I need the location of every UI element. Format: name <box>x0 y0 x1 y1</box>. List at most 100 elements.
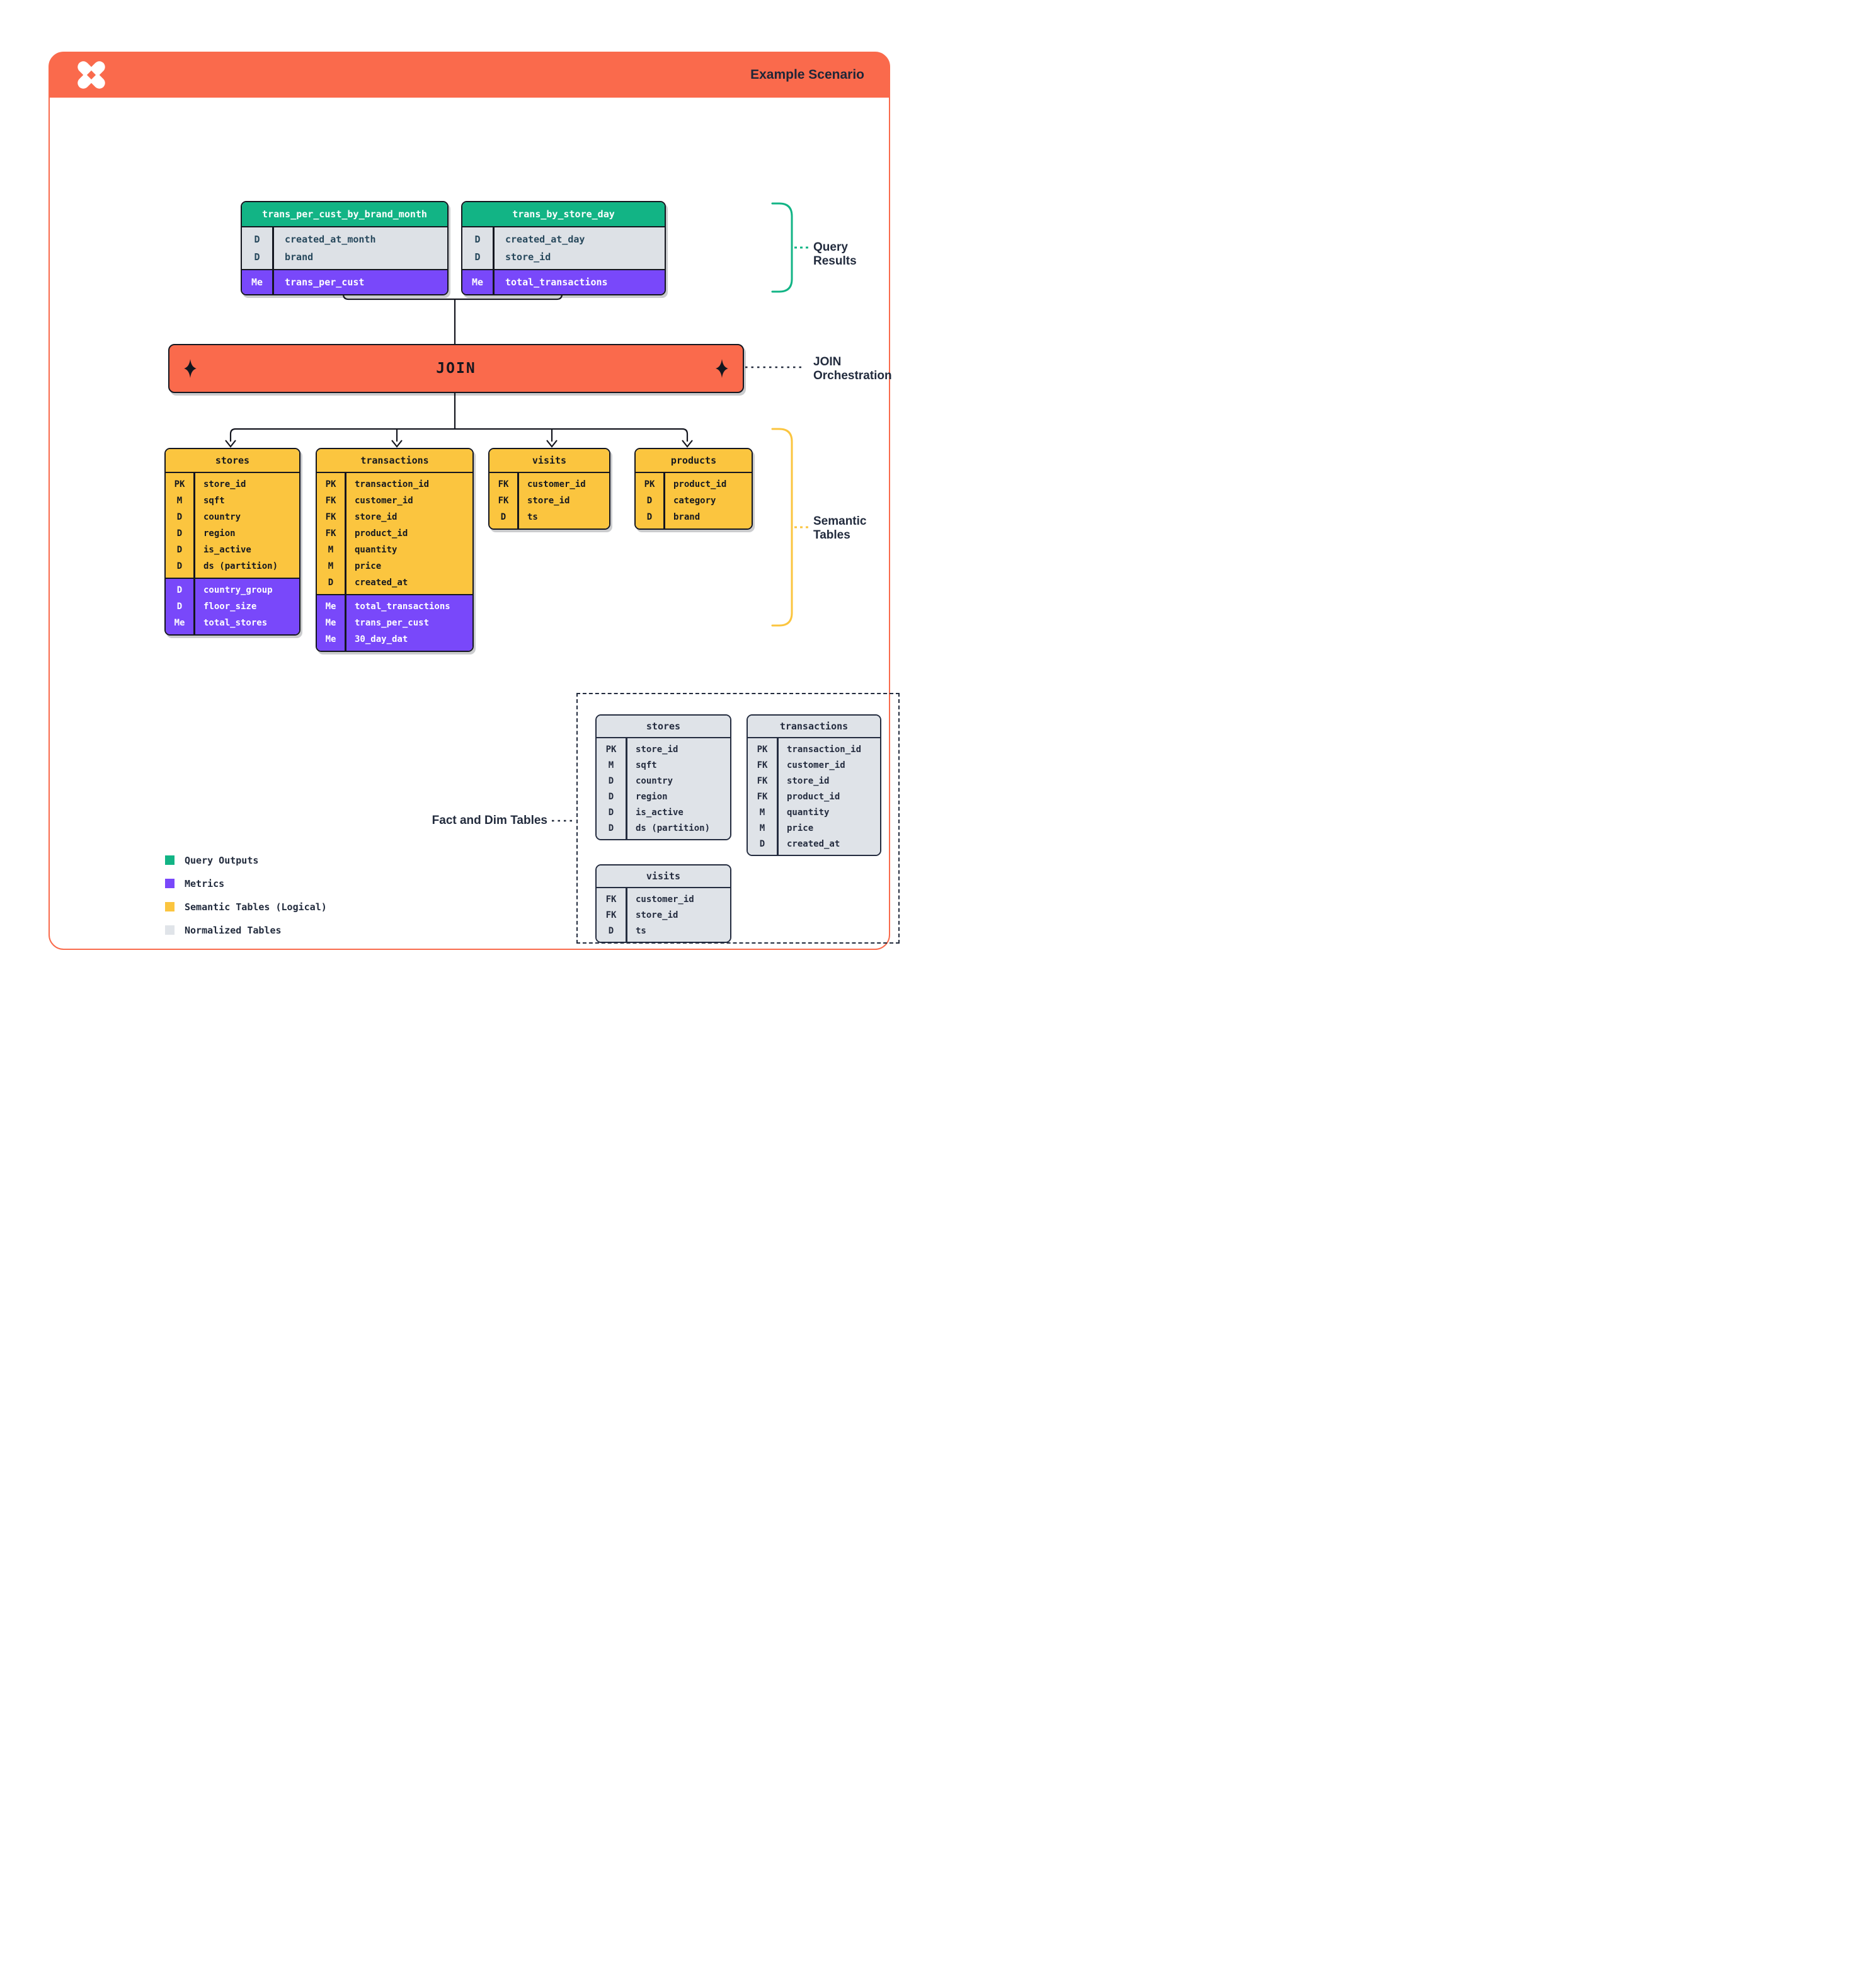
legend-item: Normalized Tables <box>165 918 327 942</box>
column-name: 30_day_dat <box>355 634 408 644</box>
column-name: country <box>636 775 673 786</box>
table-title: trans_by_store_day <box>462 202 665 227</box>
column-name: sqft <box>203 496 225 506</box>
column-name: created_at <box>787 838 840 849</box>
column-type-tag: Me <box>325 634 336 644</box>
column-name: is_active <box>203 545 251 555</box>
table-row: Me 30_day_dat <box>317 631 472 648</box>
column-type-tag: D <box>254 234 260 245</box>
legend-item: Semantic Tables (Logical) <box>165 895 327 918</box>
table-title: transactions <box>317 449 472 473</box>
column-name: trans_per_cust <box>355 618 430 628</box>
column-name: customer_id <box>355 496 413 506</box>
legend-label: Metrics <box>185 877 225 889</box>
column-type-tag: M <box>328 545 334 555</box>
column-name: store_id <box>505 251 551 263</box>
legend-swatch-icon <box>165 902 175 911</box>
column-type-tag: D <box>328 578 334 588</box>
column-type-tag: D <box>254 251 260 263</box>
brand-logo-icon <box>77 61 105 89</box>
column-name: price <box>355 561 382 571</box>
column-type-tag: D <box>474 251 481 263</box>
column-type-tag: D <box>176 512 183 522</box>
column-type-tag: M <box>608 760 614 770</box>
annotation-join-orchestration: JOIN Orchestration <box>813 355 892 382</box>
example-scenario-diagram: Example Scenario <box>0 0 936 994</box>
column-name: region <box>203 528 236 539</box>
page-title: Example Scenario <box>750 67 864 82</box>
legend-swatch-icon <box>165 925 175 935</box>
column-name: customer_id <box>636 894 694 905</box>
column-type-tag: D <box>176 545 183 555</box>
column-type-tag: D <box>176 602 183 612</box>
column-name: ds (partition) <box>636 823 711 833</box>
legend-item: Query Outputs <box>165 848 327 872</box>
legend-label: Query Outputs <box>185 854 259 866</box>
column-type-tag: FK <box>325 528 336 539</box>
column-type-tag: FK <box>757 760 768 770</box>
column-name: store_id <box>355 512 398 522</box>
diagram-card: Example Scenario <box>49 52 900 950</box>
column-name: price <box>787 823 814 833</box>
column-name: created_at <box>355 578 408 588</box>
column-name: brand <box>673 512 701 522</box>
column-name: ts <box>527 512 538 522</box>
column-type-tag: PK <box>757 744 768 755</box>
column-name: country <box>203 512 241 522</box>
column-type-tag: FK <box>605 894 617 905</box>
legend-item: Metrics <box>165 872 327 895</box>
column-name: quantity <box>787 807 830 818</box>
column-name: ds (partition) <box>203 561 278 571</box>
column-type-tag: D <box>608 775 614 786</box>
column-type-tag: D <box>646 496 653 506</box>
column-type-tag: PK <box>605 744 617 755</box>
column-name: store_id <box>203 479 246 489</box>
column-type-tag: FK <box>325 512 336 522</box>
table-title: stores <box>166 449 299 473</box>
column-type-tag: PK <box>325 479 336 489</box>
column-type-tag: FK <box>757 775 768 786</box>
column-name: product_id <box>673 479 727 489</box>
join-orchestration-bar: JOIN <box>168 344 744 393</box>
sparkle-icon <box>716 359 728 378</box>
column-name: total_stores <box>203 618 268 628</box>
legend-label: Semantic Tables (Logical) <box>185 901 327 913</box>
column-type-tag: Me <box>251 277 263 288</box>
column-name: brand <box>285 251 314 263</box>
column-type-tag: PK <box>174 479 185 489</box>
column-type-tag: PK <box>644 479 655 489</box>
column-type-tag: D <box>608 791 614 802</box>
table-title: trans_per_cust_by_brand_month <box>242 202 447 227</box>
column-name: transaction_id <box>355 479 430 489</box>
table-row: PK product_id <box>636 476 752 493</box>
column-type-tag: FK <box>325 496 336 506</box>
legend-label: Normalized Tables <box>185 924 282 936</box>
table-title: products <box>636 449 752 473</box>
column-type-tag: D <box>500 512 506 522</box>
